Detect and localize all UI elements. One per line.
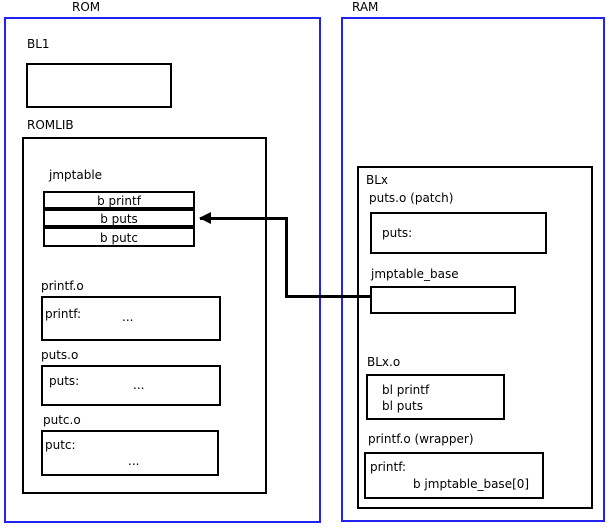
connector-segment-top — [200, 217, 288, 220]
ram-region — [341, 17, 605, 522]
romlib-putc-o-label: putc.o — [43, 413, 81, 427]
blx-o-label: BLx.o — [367, 355, 401, 369]
bl1-box — [26, 63, 172, 108]
connector-arrowhead-icon — [199, 212, 211, 224]
connector-segment-bottom — [285, 295, 372, 298]
jmptable-label: jmptable — [49, 168, 103, 182]
romlib-printf-symbol: printf: — [45, 307, 82, 321]
romlib-printf-o-box: printf: ... — [41, 296, 221, 341]
romlib-printf-o-label: printf.o — [41, 279, 84, 293]
blx-label: BLx — [366, 173, 389, 187]
jmptable-entry-printf-text: b printf — [97, 194, 141, 208]
romlib-putc-ellipsis: ... — [128, 454, 140, 468]
blx-o-box: bl printf bl puts — [366, 374, 505, 420]
connector-segment-vertical — [285, 217, 288, 298]
romlib-label: ROMLIB — [27, 118, 74, 132]
romlib-puts-o-label: puts.o — [41, 348, 79, 362]
rom-region-label: ROM — [72, 0, 101, 14]
romlib-printf-ellipsis: ... — [122, 310, 134, 324]
printf-wrapper-box: printf: b jmptable_base[0] — [364, 452, 544, 499]
printf-wrapper-label: printf.o (wrapper) — [368, 432, 474, 446]
romlib-puts-ellipsis: ... — [133, 378, 145, 392]
blx-o-line-2: bl puts — [382, 399, 423, 413]
jmptable-entry-printf: b printf — [43, 191, 195, 209]
bl1-label: BL1 — [27, 37, 50, 51]
puts-patch-symbol: puts: — [382, 226, 413, 240]
romlib-puts-o-box: puts: ... — [41, 365, 221, 406]
jmptable-entry-puts-text: b puts — [100, 212, 138, 226]
jmptable-base-label: jmptable_base — [371, 267, 459, 281]
romlib-putc-o-box: putc: ... — [41, 430, 219, 476]
jmptable-entry-puts: b puts — [43, 209, 195, 227]
puts-patch-box: puts: — [370, 212, 547, 254]
ram-region-label: RAM — [352, 0, 379, 14]
printf-wrapper-branch: b jmptable_base[0] — [413, 477, 530, 491]
jmptable-base-box — [370, 286, 516, 314]
jmptable-entry-putc-text: b putc — [100, 231, 138, 245]
rom-region — [4, 17, 321, 523]
jmptable-entry-putc: b putc — [43, 227, 195, 247]
romlib-putc-symbol: putc: — [45, 438, 76, 452]
romlib-puts-symbol: puts: — [49, 374, 80, 388]
blx-o-line-1: bl printf — [382, 383, 430, 397]
puts-patch-label: puts.o (patch) — [369, 191, 454, 205]
printf-wrapper-symbol: printf: — [370, 460, 407, 474]
